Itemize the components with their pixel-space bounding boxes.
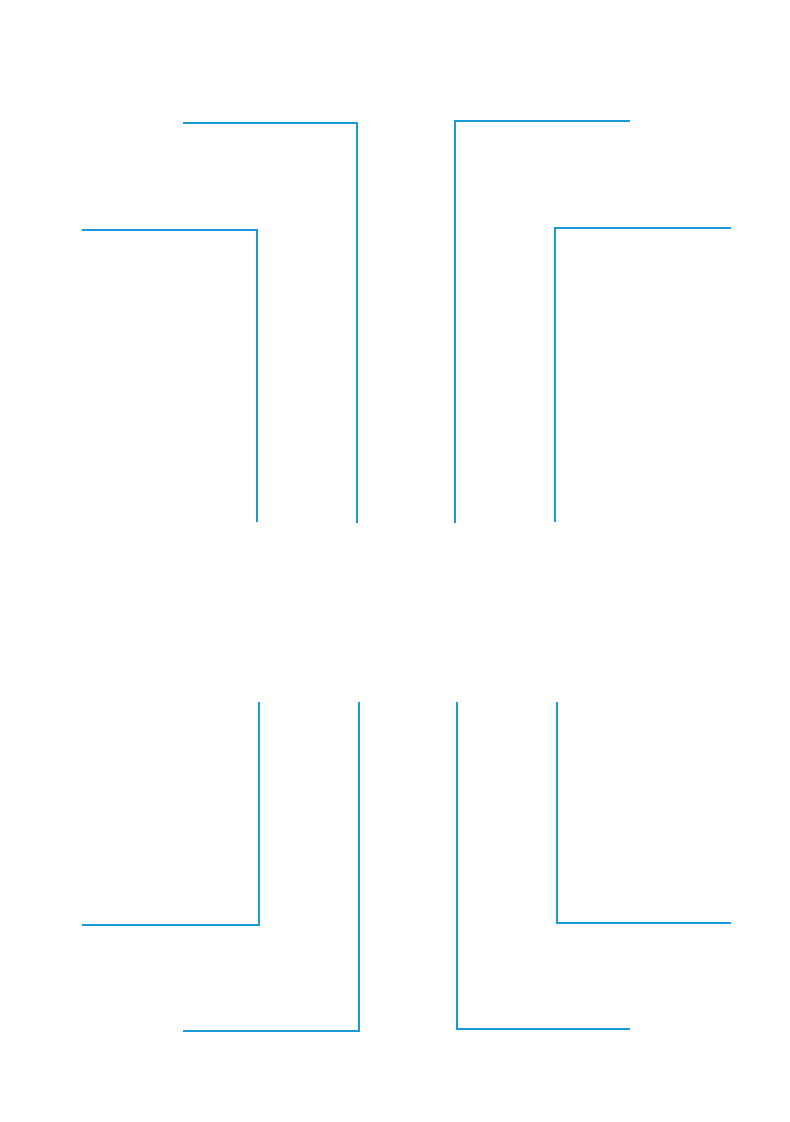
top-left-outer-bracket	[183, 122, 358, 523]
bottom-right-outer-bracket	[556, 702, 731, 924]
bottom-right-inner-bracket	[456, 702, 630, 1030]
top-right-outer-bracket	[554, 227, 731, 522]
bottom-left-inner-bracket	[82, 702, 260, 926]
bottom-left-outer-bracket	[183, 702, 360, 1032]
top-right-inner-bracket	[454, 120, 630, 523]
top-left-inner-bracket	[82, 229, 258, 522]
